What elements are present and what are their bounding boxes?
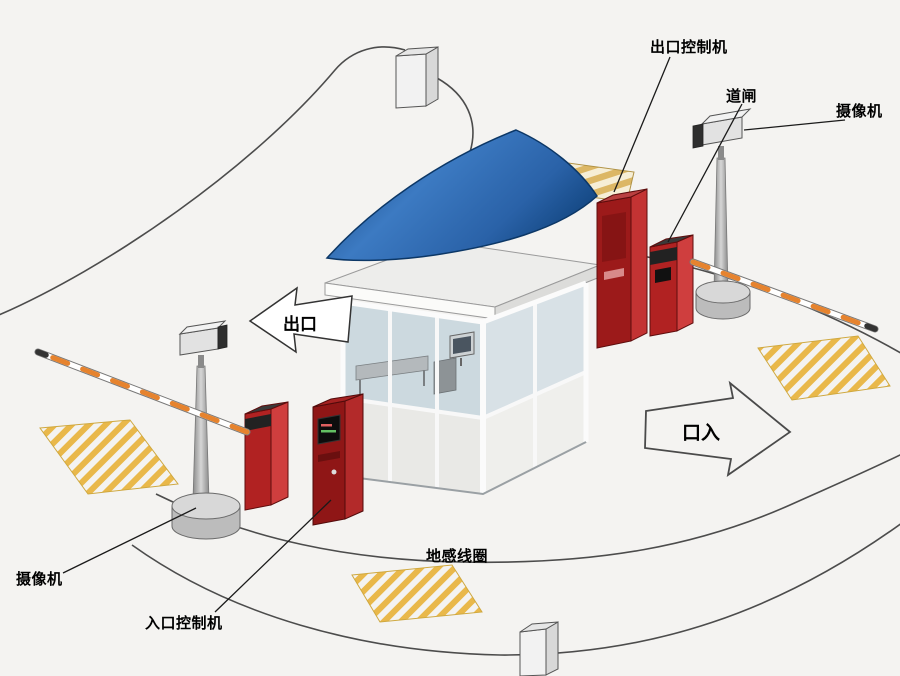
camera-right xyxy=(692,108,752,320)
leader-barrier-gate xyxy=(667,103,743,243)
booth-window-frames xyxy=(342,302,587,489)
ground-loop-right xyxy=(757,335,891,401)
ground-loop-bottom xyxy=(351,564,483,623)
booth-interior xyxy=(355,331,475,396)
top-pillar xyxy=(395,46,439,109)
camera-left-lens xyxy=(217,324,228,350)
leader-camera-bottom xyxy=(62,507,197,574)
entrance-direction-arrow xyxy=(644,380,792,477)
bottom-pillar xyxy=(519,621,559,676)
booth-canopy xyxy=(325,129,598,262)
exit-barrier-machine xyxy=(649,234,694,337)
leader-camera-top xyxy=(743,119,846,131)
camera-bottom-left-label: 摄像机 xyxy=(16,571,63,588)
ground-loop-label: 地感线圈 xyxy=(426,548,489,565)
leader-lines xyxy=(62,56,846,613)
entrance-controller-machine xyxy=(312,393,364,526)
entrance-sign-text: 口入 xyxy=(682,423,721,444)
ground-loop-left xyxy=(39,419,179,495)
camera-right-lens xyxy=(692,123,704,149)
exit-sign-text: 出口 xyxy=(283,315,317,334)
entrance-barrier-machine xyxy=(244,401,289,511)
exit-controller-machine xyxy=(596,188,648,349)
leader-entrance-controller xyxy=(214,499,332,613)
exit-direction-arrow xyxy=(248,286,353,354)
barrier-gate-label: 道闸 xyxy=(726,88,758,105)
exit-controller-label: 出口控制机 xyxy=(650,39,728,56)
entrance-barrier-arm xyxy=(34,348,251,436)
exit-barrier-arm xyxy=(689,258,879,333)
entrance-controller-label: 入口控制机 xyxy=(145,615,223,632)
camera-left xyxy=(171,320,241,540)
guard-booth xyxy=(324,240,602,496)
leader-exit-controller xyxy=(613,56,671,193)
entrance-controller-display xyxy=(317,414,341,445)
camera-top-right-label: 摄像机 xyxy=(836,103,883,120)
